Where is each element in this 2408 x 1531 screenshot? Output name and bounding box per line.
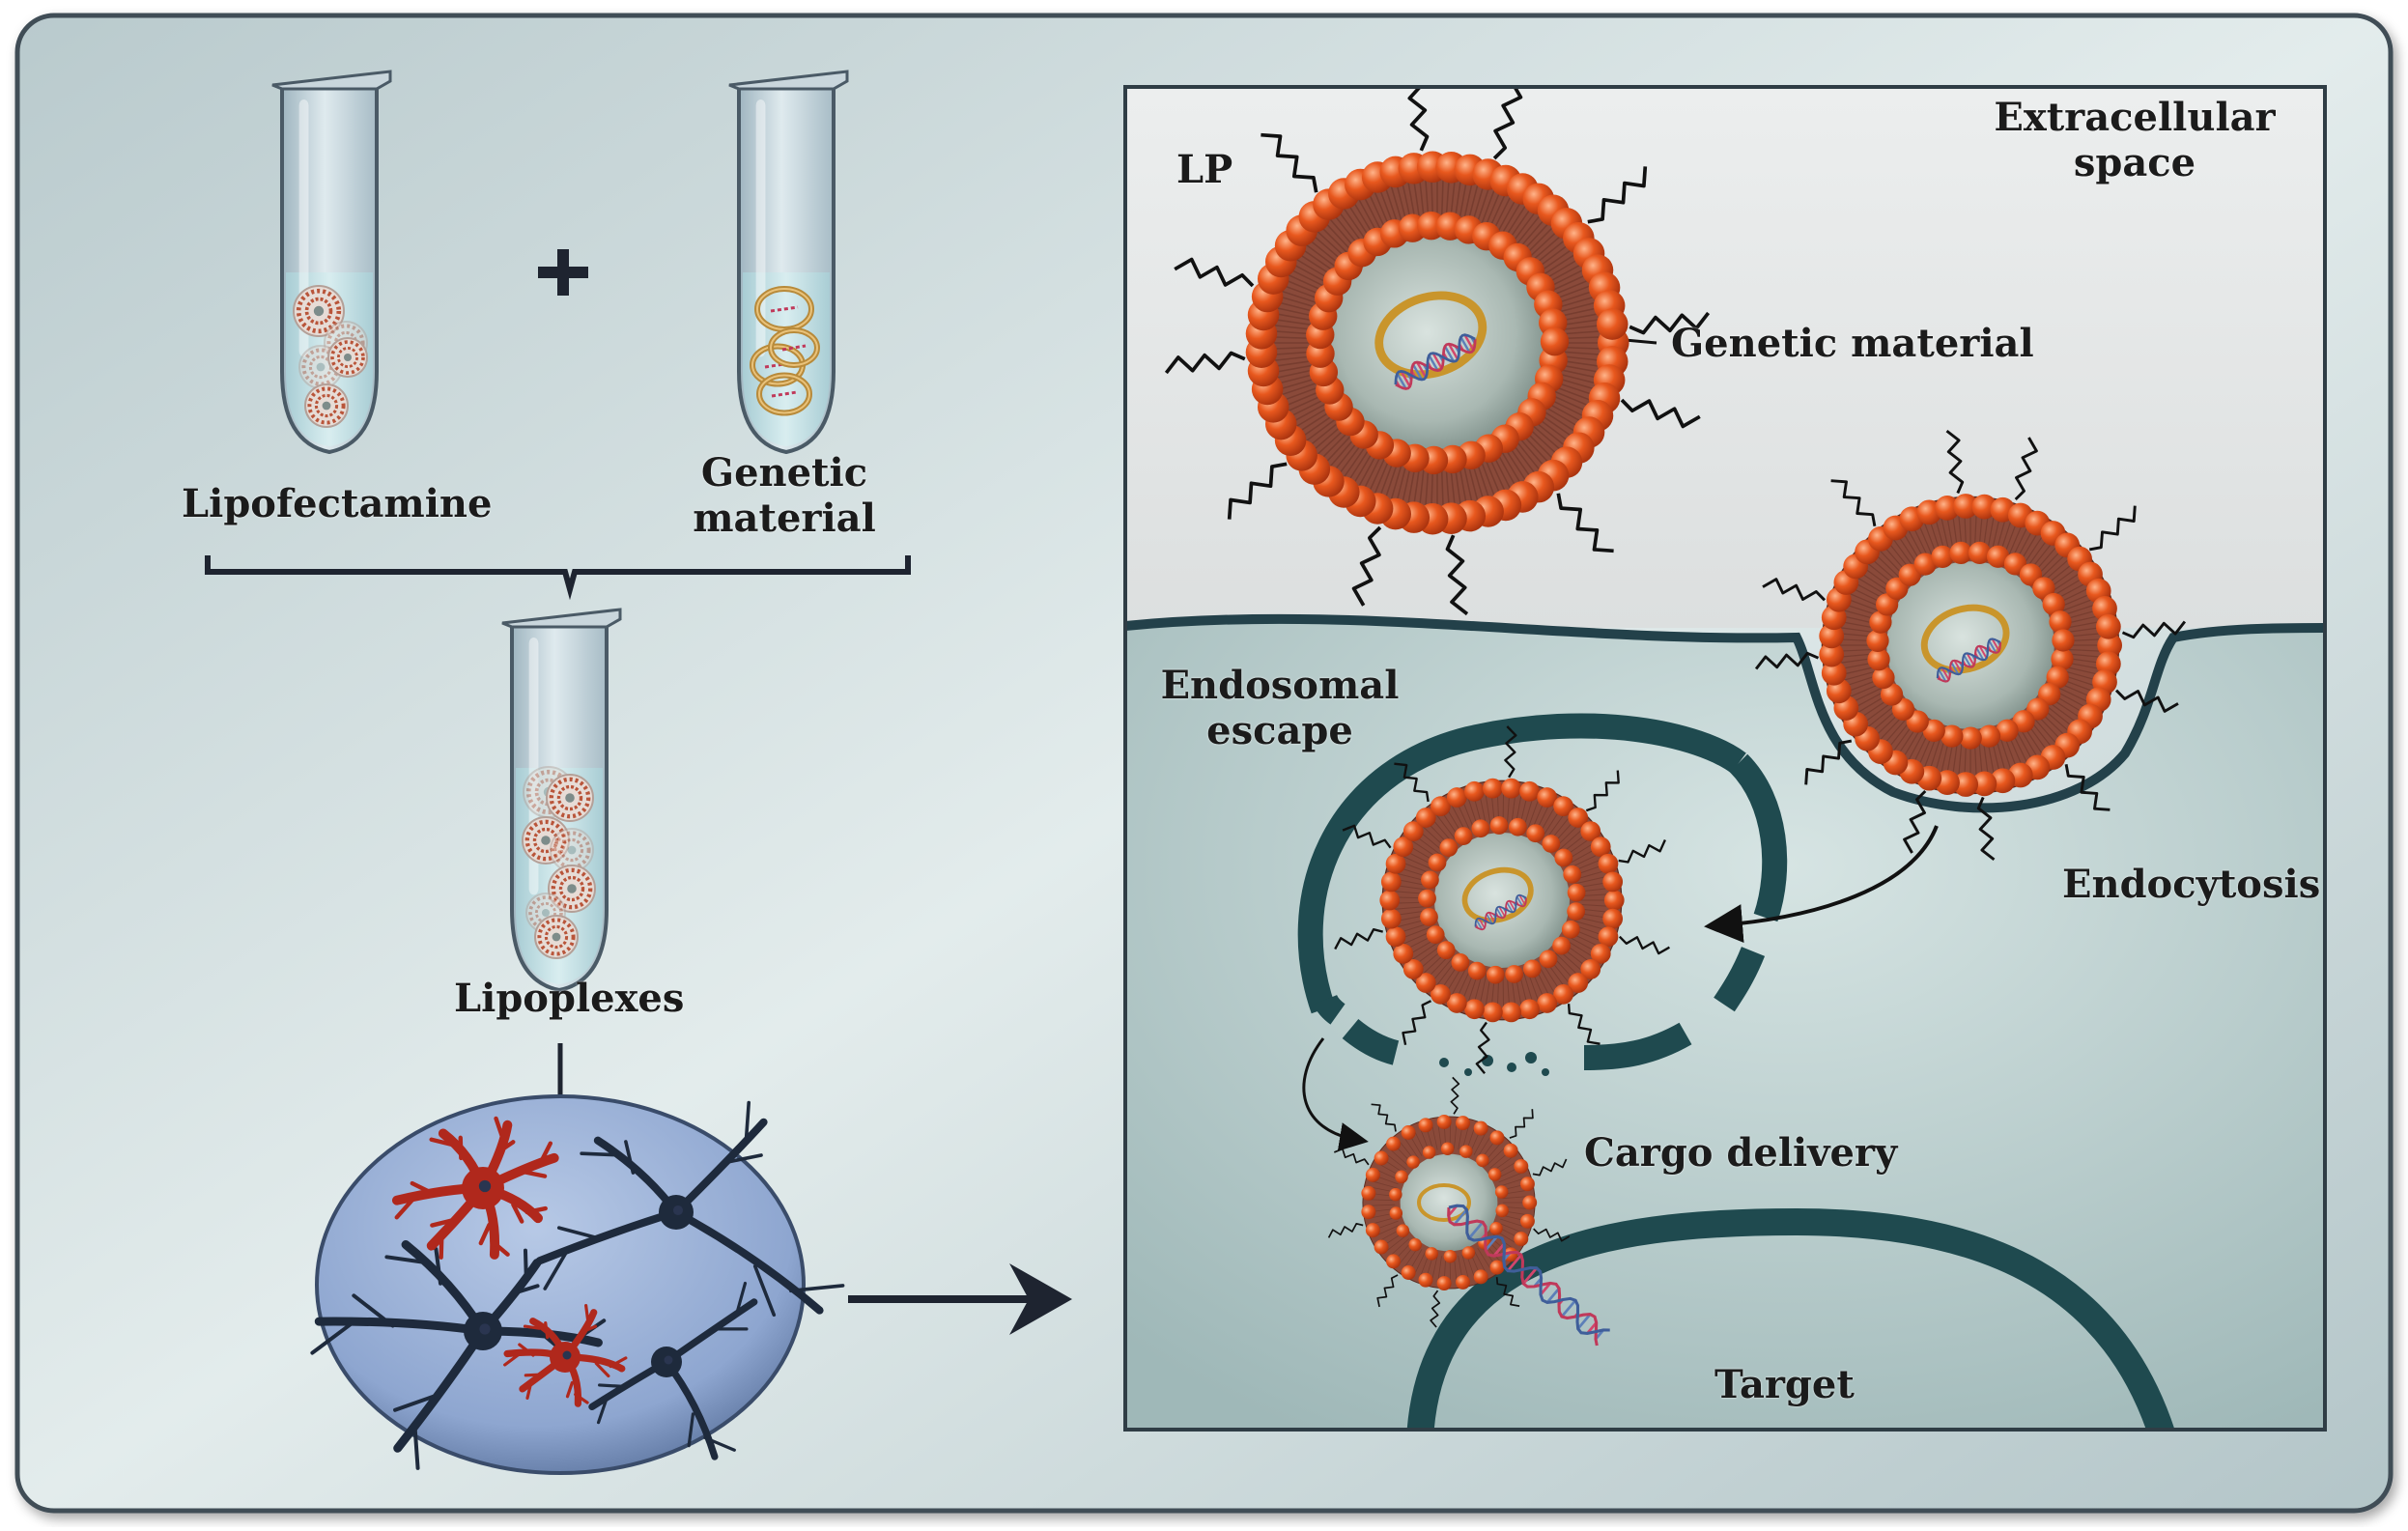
- label-genetic-line2: material: [688, 496, 881, 541]
- label-endosomal-line2: escape: [1154, 708, 1405, 753]
- label-genetic-line1: Genetic: [688, 450, 881, 496]
- label-extracellular-line1: Extracellular: [1990, 95, 2280, 140]
- label-lp: LP: [1176, 147, 1232, 192]
- label-lipofectamine: Lipofectamine: [182, 481, 492, 526]
- label-extracellular-line2: space: [1990, 140, 2280, 185]
- label-cargo-delivery: Cargo delivery: [1584, 1130, 1897, 1176]
- label-extracellular-space: Extracellular space: [1990, 95, 2280, 185]
- label-endosomal-escape: Endosomal escape: [1154, 663, 1405, 753]
- cell-panel: [1125, 71, 2328, 1439]
- label-genetic-material-tube: Genetic material: [688, 450, 881, 541]
- label-lipoplexes: Lipoplexes: [454, 976, 684, 1021]
- test-tube: [729, 71, 847, 452]
- test-tube: [272, 71, 390, 452]
- label-endosomal-line1: Endosomal: [1154, 663, 1405, 708]
- test-tube: [502, 610, 620, 990]
- label-endocytosis: Endocytosis: [2062, 862, 2320, 907]
- label-target: Target: [1714, 1362, 1855, 1407]
- label-genetic-material-callout: Genetic material: [1671, 321, 2034, 366]
